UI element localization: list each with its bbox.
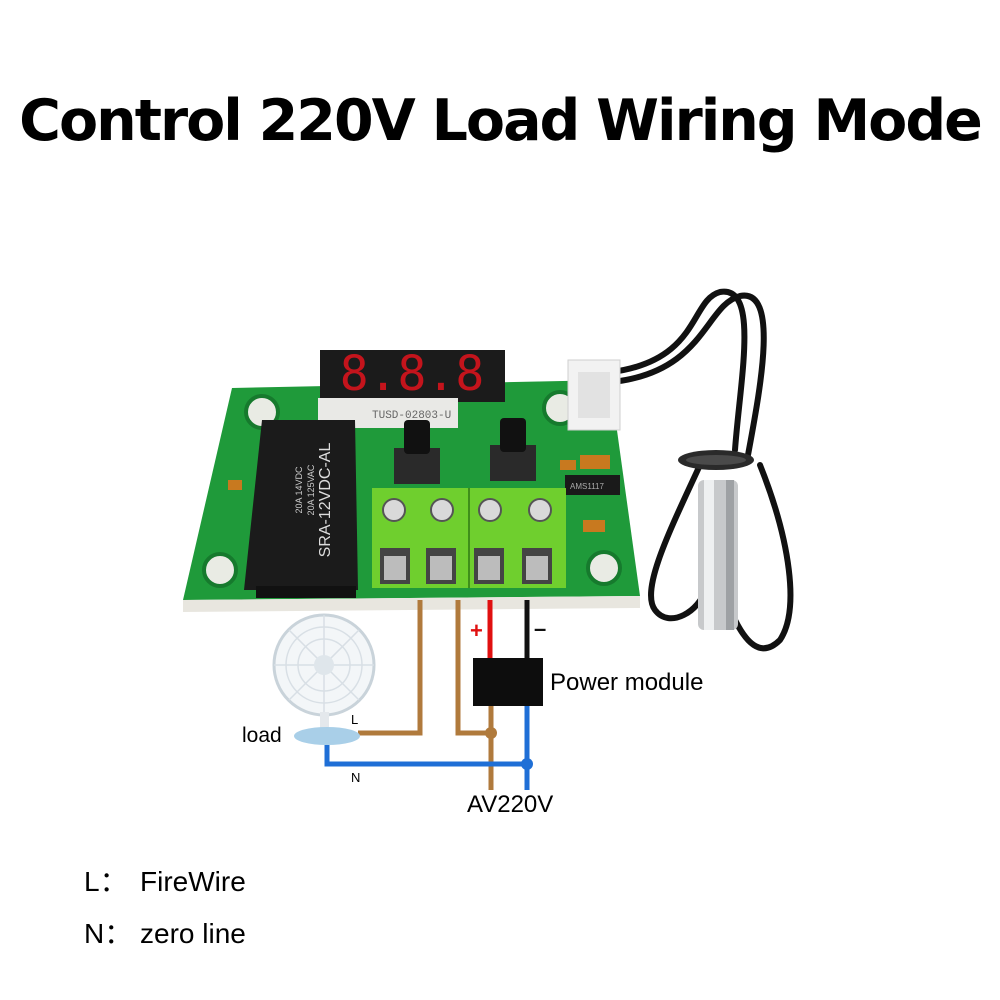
load-label: load [242,724,282,747]
legend-value: zero line [140,918,246,949]
relay-rating-1: 20A 14VDC [294,466,304,514]
sensor-connector [567,359,621,431]
fan-icon [272,613,376,745]
push-button-left [394,420,440,484]
wire-N [324,706,530,790]
display-digits: 8.8.8 [340,346,485,402]
relay-rating-2: 20A 125VAC [306,464,316,515]
display-part-label: TUSD-02803-U [372,410,451,422]
temperature-probe-cable [609,288,794,652]
terminal-block [372,488,566,588]
minus-label: – [534,616,546,641]
led-display: 8.8.8 TUSD-02803-U [318,346,505,428]
probe-sensor [698,480,738,630]
junction-L [485,727,497,739]
legend-N: N：zero line [84,912,246,952]
legend-L: L： FireWire [84,860,246,900]
relay-model: SRA-12VDC-AL [317,443,334,558]
ac-source-label: AV220V [467,791,553,818]
legend-key: L： [84,866,128,897]
N-wire-label: N [351,770,360,785]
page-title: Control 220V Load Wiring Mode [19,88,983,154]
junction-N [521,758,533,770]
push-button-right [490,418,536,481]
power-module-label: Power module [550,669,703,696]
relay: SRA-12VDC-AL 20A 14VDC 20A 125VAC [244,420,358,598]
legend-key: N： [84,918,133,949]
regulator-label: AMS1117 [570,482,604,491]
L-wire-label: L [351,712,358,727]
power-module-box [473,658,543,706]
legend-value: FireWire [140,866,246,897]
plus-label: + [470,618,483,643]
cable-tie [678,450,754,470]
